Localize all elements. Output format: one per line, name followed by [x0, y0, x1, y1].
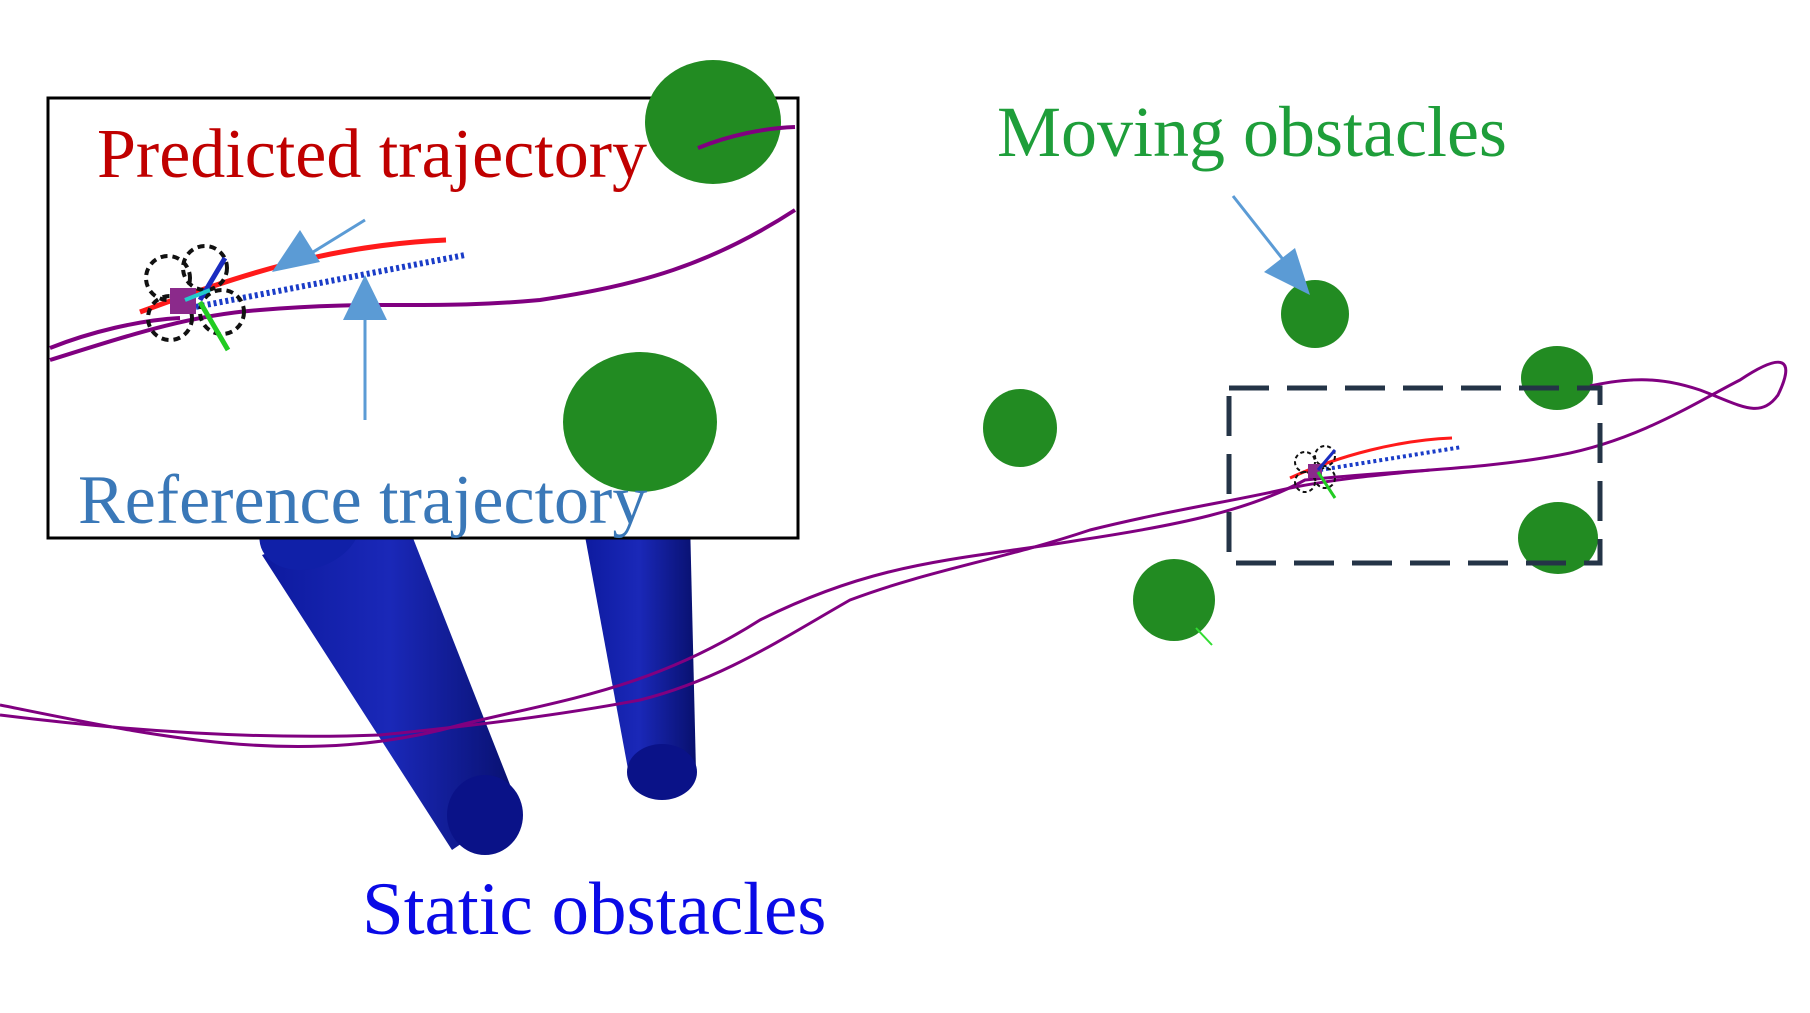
reference-trajectory-label: Reference trajectory: [78, 462, 648, 539]
highlight-box: [1226, 385, 1603, 566]
arrow-reference: [343, 275, 387, 420]
static-obstacles-label: Static obstacles: [362, 868, 827, 951]
moving-obstacle: [1518, 502, 1598, 574]
arrow-moving-obstacles: [1231, 195, 1310, 295]
drone-small: [1289, 436, 1463, 499]
static-obstacle-cylinder-right: [582, 520, 697, 800]
inset-panel: [46, 60, 800, 540]
moving-obstacle: [983, 389, 1057, 467]
moving-obstacles: [983, 280, 1598, 646]
predicted-trajectory-label: Predicted trajectory: [97, 116, 648, 193]
trajectory-paths: [0, 360, 1788, 748]
moving-obstacle: [1281, 280, 1349, 348]
moving-obstacles-label: Moving obstacles: [997, 92, 1507, 172]
drone-large: [144, 244, 246, 352]
moving-obstacle: [1521, 346, 1593, 410]
arrow-predicted: [272, 218, 366, 272]
moving-obstacle: [1133, 559, 1215, 641]
